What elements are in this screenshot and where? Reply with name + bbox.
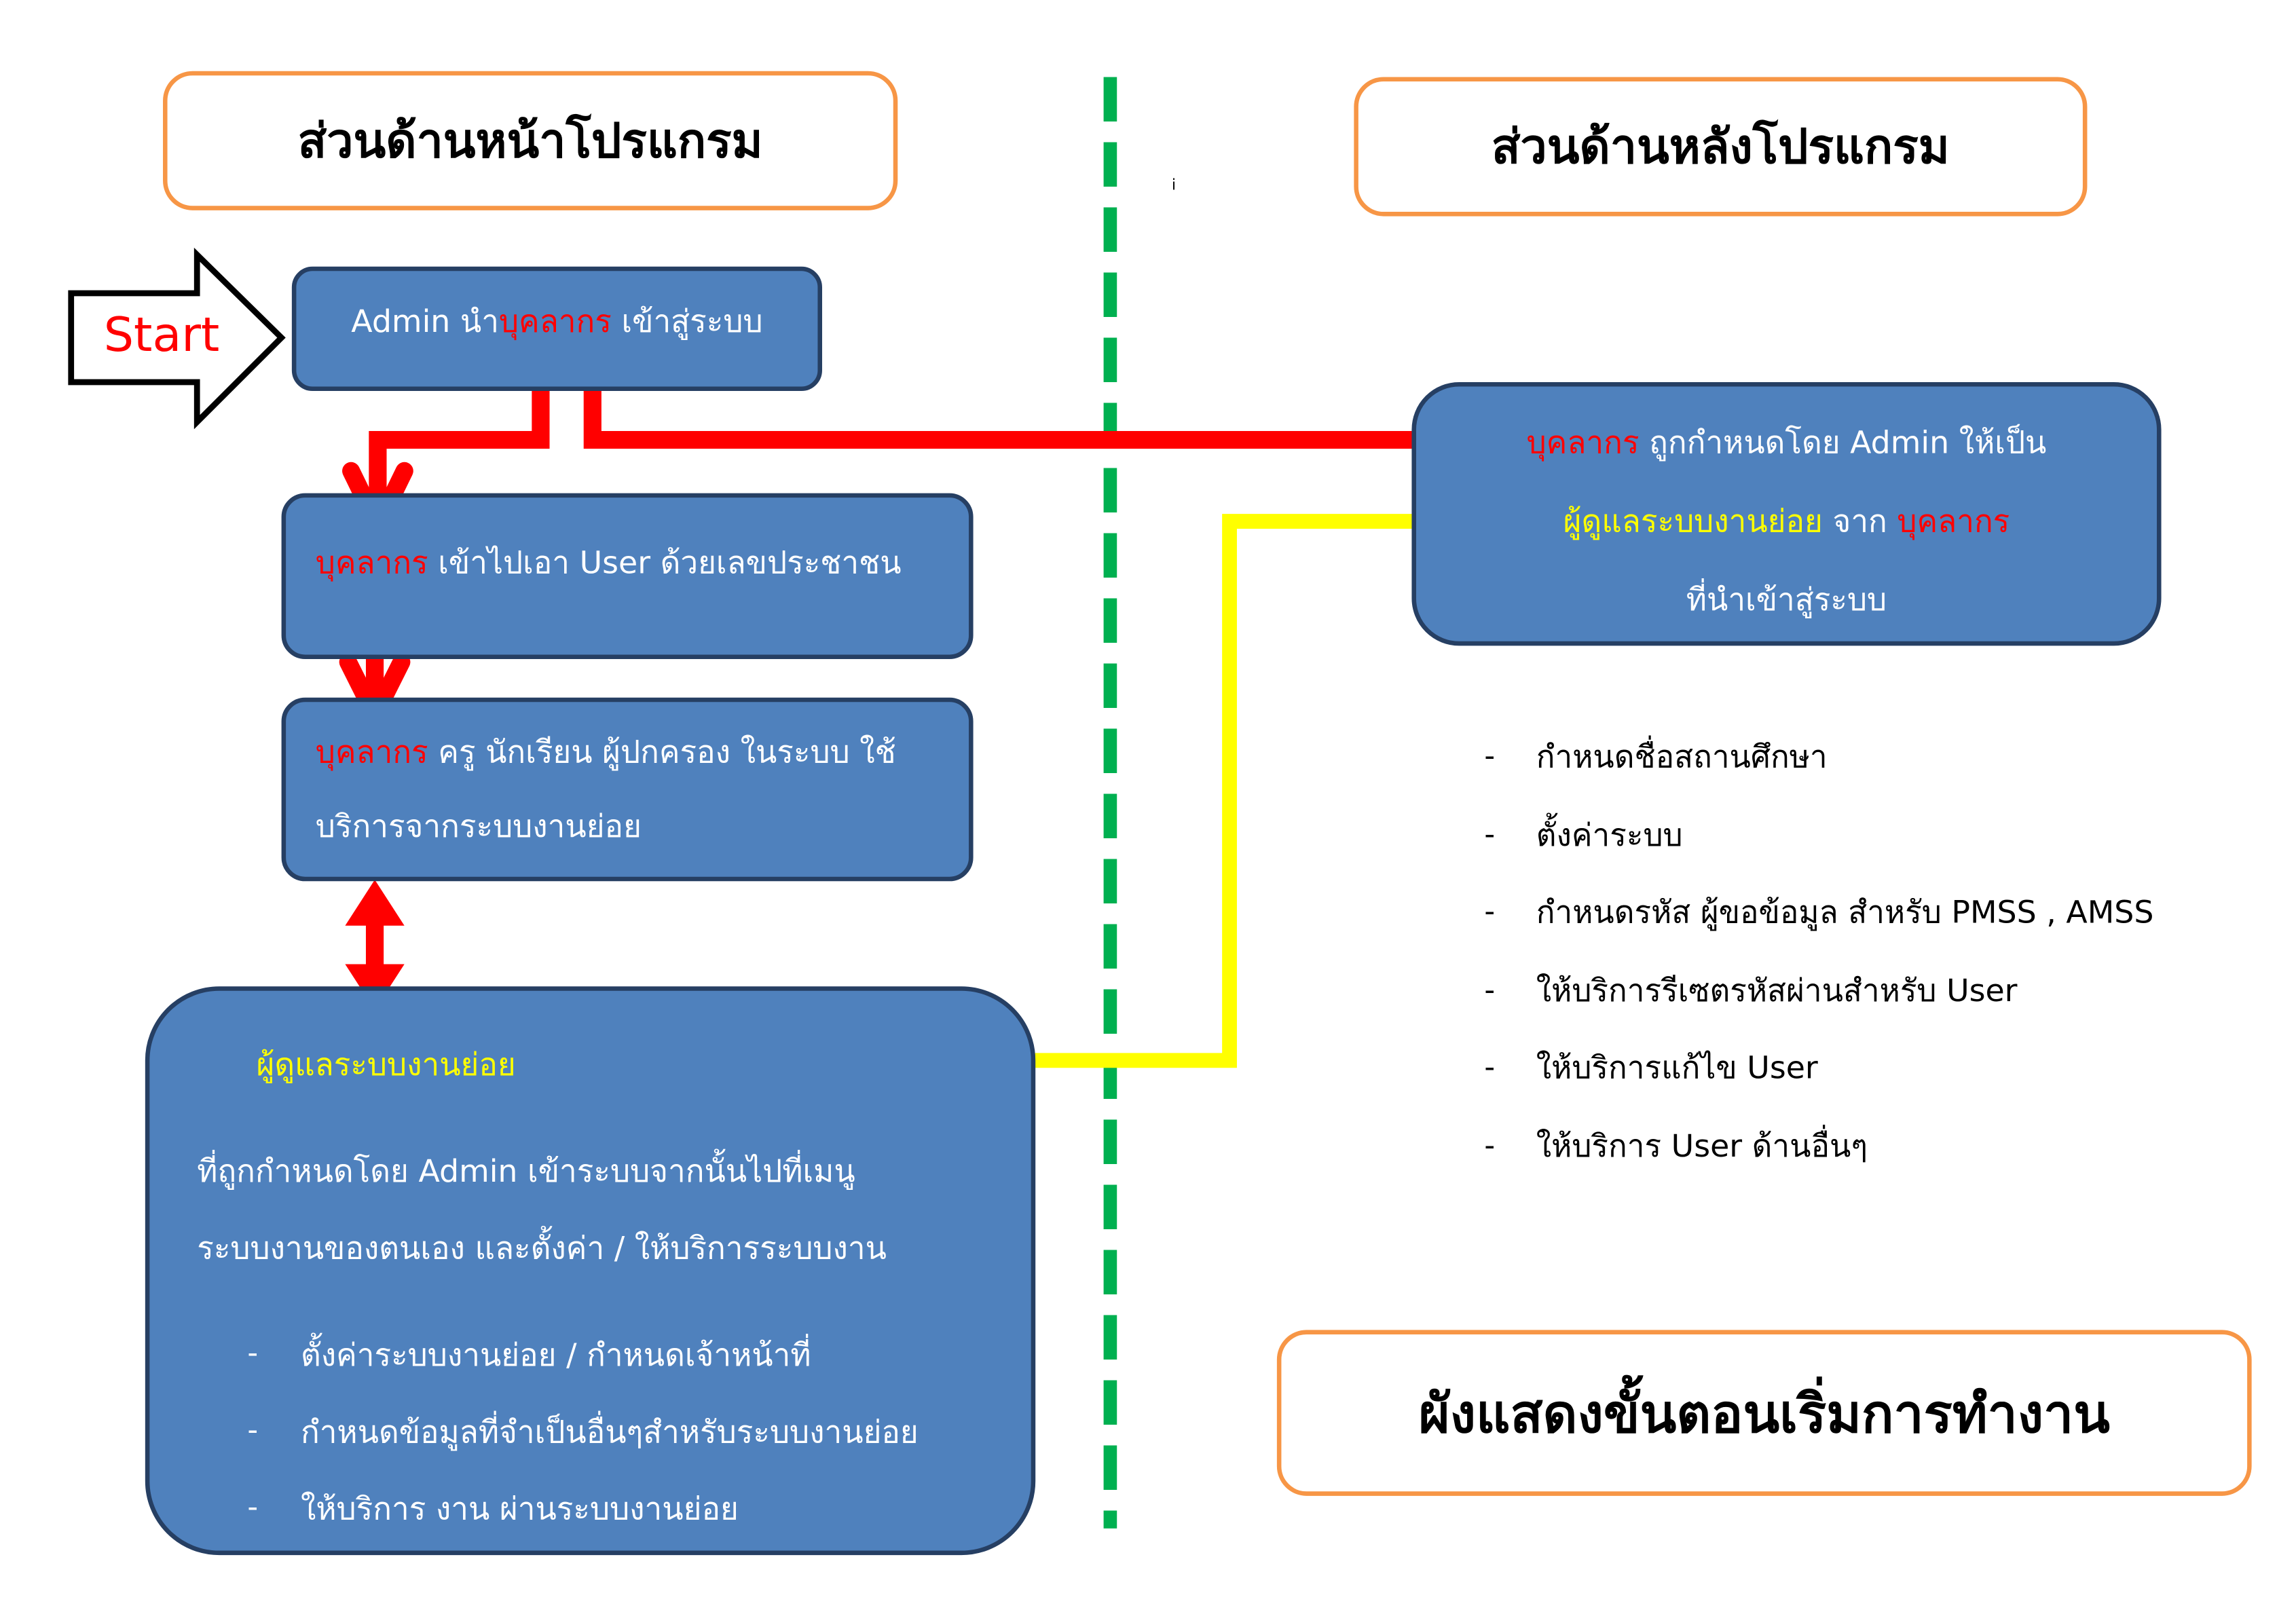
text-part: จาก	[1822, 503, 1897, 540]
caption-box: ผังแสดงขั้นตอนเริ่มการทำงาน	[1276, 1330, 2252, 1496]
front-end-title: ส่วนด้านหน้าโปรแกรม	[297, 111, 763, 168]
caption-title: ผังแสดงขั้นตอนเริ่มการทำงาน	[1418, 1384, 2110, 1445]
sub-admin-line1: ที่ถูกกำหนดโดย Admin เข้าระบบจากนั้นไปที…	[197, 1153, 855, 1190]
personnel-highlight: บุคลากร	[498, 303, 612, 339]
sub-admin-title: ผู้ดูแลระบบงานย่อย	[256, 1047, 516, 1083]
personnel-highlight: บุคลากร	[315, 734, 428, 770]
front-end-header: ส่วนด้านหน้าโปรแกรม	[163, 71, 898, 210]
bullet-dash: -	[247, 1334, 259, 1370]
sub-admin-line2: ระบบงานของตนเอง และตั้งค่า / ให้บริการระ…	[197, 1231, 887, 1267]
back-list-item: กำหนดชื่อสถานศึกษา	[1536, 738, 1828, 775]
text-part: เข้าสู่ระบบ	[611, 303, 763, 339]
node-get-user: บุคลากร เข้าไปเอา User ด้วยเลขประชาชน	[281, 493, 974, 659]
text-part: ครู นักเรียน ผู้ปกครอง ในระบบ ใช้	[428, 734, 896, 770]
text-part: ถูกกำหนดโดย Admin ให้เป็น	[1639, 425, 2047, 461]
back-list-item: กำหนดรหัส ผู้ขอข้อมูล สำหรับ PMSS , AMSS	[1536, 894, 2154, 931]
personnel-highlight: บุคลากร	[1526, 425, 1640, 461]
node-text: ผู้ดูแลระบบงานย่อย จาก บุคลากร	[1416, 498, 2157, 546]
node-sub-admin: ผู้ดูแลระบบงานย่อย ที่ถูกกำหนดโดย Admin …	[145, 986, 1036, 1556]
node-text: บุคลากร ถูกกำหนดโดย Admin ให้เป็น	[1416, 419, 2157, 468]
node-assign-sub-admin: บุคลากร ถูกกำหนดโดย Admin ให้เป็น ผู้ดูแ…	[1411, 381, 2162, 646]
bullet-dash: -	[247, 1411, 259, 1447]
personnel-highlight: บุคลากร	[1897, 503, 2010, 540]
start-arrow-shape	[68, 247, 286, 430]
bullet-dash: -	[1484, 737, 1496, 774]
back-list-item: ให้บริการแก้ไข User	[1536, 1050, 1818, 1086]
sub-admin-bullet: ให้บริการ งาน ผ่านระบบงานย่อย	[300, 1491, 739, 1527]
node-text: ที่นำเข้าสู่ระบบ	[1686, 582, 1887, 618]
text-part: Admin นำ	[351, 303, 499, 339]
sub-admin-highlight: ผู้ดูแลระบบงานย่อย	[1563, 503, 1823, 540]
node-text: บุคลากร ครู นักเรียน ผู้ปกครอง ในระบบ ใช…	[316, 729, 896, 778]
bullet-dash: -	[1484, 816, 1496, 852]
text-part: เข้าไปเอา User ด้วยเลขประชาชน	[428, 544, 902, 581]
sub-admin-bullet: ตั้งค่าระบบงานย่อย / กำหนดเจ้าหน้าที่	[300, 1337, 811, 1373]
node-admin-import: Admin นำบุคลากร เข้าสู่ระบบ	[291, 266, 823, 392]
red-arrow-to-get-user	[369, 345, 550, 519]
bullet-dash: -	[1484, 1048, 1496, 1085]
bullet-dash: -	[1484, 971, 1496, 1007]
sub-admin-bullet: กำหนดข้อมูลที่จำเป็นอื่นๆสำหรับระบบงานย่…	[300, 1414, 919, 1450]
node-text-line2: บริการจากระบบงานย่อย	[315, 808, 642, 844]
bullet-dash: -	[247, 1488, 259, 1524]
bullet-dash: -	[1484, 893, 1496, 929]
arrowhead-icon	[345, 880, 405, 926]
back-end-title: ส่วนด้านหลังโปรแกรม	[1491, 117, 1950, 174]
node-text: บุคลากร เข้าไปเอา User ด้วยเลขประชาชน	[316, 539, 902, 588]
node-text: Admin นำบุคลากร เข้าสู่ระบบ	[296, 298, 817, 347]
marker-text: i	[1171, 177, 1177, 194]
bullet-dash: -	[1484, 1127, 1496, 1163]
back-end-header: ส่วนด้านหลังโปรแกรม	[1354, 77, 2088, 217]
personnel-highlight: บุคลากร	[315, 544, 428, 581]
back-list-item: ให้บริการรีเซตรหัสผ่านสำหรับ User	[1536, 973, 2018, 1009]
back-list-item: ให้บริการ User ด้านอื่นๆ	[1536, 1128, 1868, 1165]
start-label: Start	[103, 306, 220, 363]
back-list-item: ตั้งค่าระบบ	[1536, 817, 1683, 853]
node-use-services: บุคลากร ครู นักเรียน ผู้ปกครอง ในระบบ ใช…	[281, 697, 974, 882]
